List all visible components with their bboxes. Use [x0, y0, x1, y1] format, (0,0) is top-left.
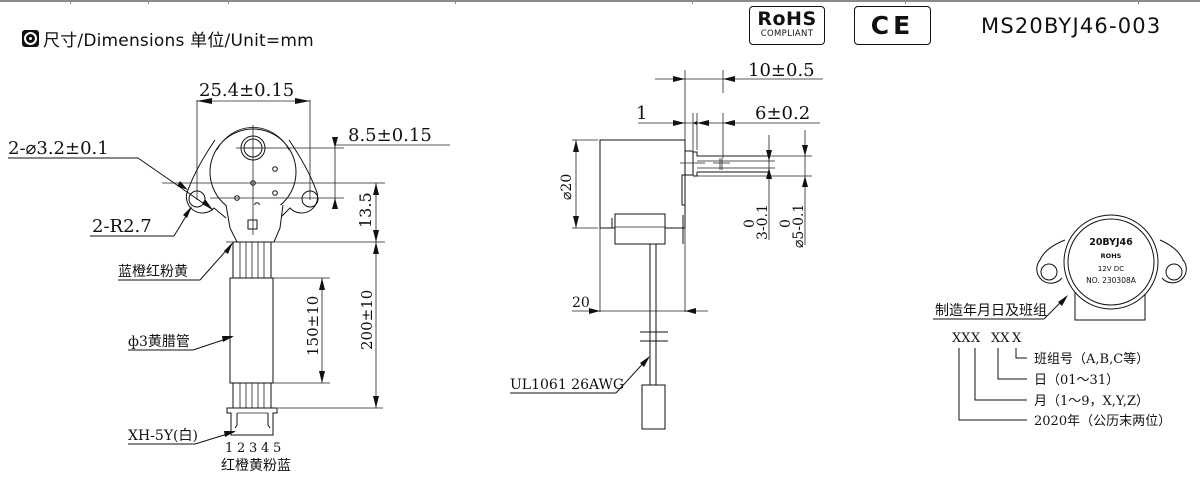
dim-flange-label: 1	[636, 103, 647, 124]
wire-colors-top-label: 蓝橙红粉黄	[118, 263, 188, 280]
connector-label: XH-5Y(白)	[128, 428, 198, 444]
page-title-text: 尺寸/Dimensions 单位/Unit=mm	[43, 31, 314, 51]
pin-5: 5	[273, 441, 281, 456]
code-day: XX	[991, 331, 1010, 346]
rohs-badge-main: RoHS	[757, 8, 817, 30]
dim-shaft-tol-top: 0	[778, 219, 794, 228]
rohs-badge-sub: COMPLIANT	[760, 29, 814, 39]
wire-spec-label: UL1061 26AWG	[510, 377, 624, 393]
dim-height-label: 13.5	[356, 192, 375, 228]
pin-colors-label: 红橙黄粉蓝	[221, 457, 291, 474]
dim-width-label: 25.4±0.15	[199, 80, 294, 101]
code-shift: X	[1012, 331, 1022, 346]
motor-label-line-3: 12V DC	[1098, 265, 1124, 273]
label-view: 20BYJ46 ROHS 12V DC NO. 230308A 制造年月日及班组…	[933, 214, 1187, 429]
dim-flat-label: 3-0.1	[755, 204, 771, 240]
border-tick	[70, 0, 71, 4]
code-month: X	[971, 331, 981, 346]
model-number: MS20BYJ46-003	[981, 14, 1162, 38]
dim-shaft-length-label: 10±0.5	[748, 60, 815, 81]
dim-flat-length-label: 6±0.2	[755, 103, 810, 124]
motor-label-line-2: ROHS	[1101, 252, 1122, 260]
date-code-title: 制造年月日及班组	[935, 303, 1047, 319]
target-icon	[22, 30, 39, 47]
pin-1: 1	[225, 441, 233, 456]
rohs-badge: RoHS COMPLIANT	[749, 6, 825, 45]
dim-shaft-dia-label: ⌀5-0.1	[791, 204, 807, 248]
border-tick	[905, 0, 906, 4]
dim-flat-tol-top: 0	[742, 219, 758, 228]
pin-3: 3	[249, 441, 257, 456]
front-view: 25.4±0.15	[8, 80, 450, 474]
sleeve-label: ф3黄腊管	[128, 333, 190, 350]
dim-lead-label: 200±10	[358, 290, 376, 350]
border-tick	[1138, 0, 1139, 4]
legend-shift: 班组号（A,B,C等）	[1034, 351, 1149, 367]
dim-sleeve-label: 150±10	[304, 296, 322, 356]
pin-4: 4	[261, 441, 269, 456]
dim-body-dia-label: ⌀20	[559, 174, 575, 200]
dim-depth-label: 20	[572, 295, 590, 311]
border-tick	[148, 0, 149, 4]
border-tick	[692, 0, 693, 4]
border-tick	[455, 0, 456, 4]
motor-label-line-1: 20BYJ46	[1089, 237, 1133, 248]
code-year: XX	[952, 331, 971, 346]
dim-radius-label: 2-R2.7	[92, 216, 152, 237]
dim-shaft-offset-label: 8.5±0.15	[348, 125, 432, 146]
page-title: 尺寸/Dimensions 单位/Unit=mm	[22, 26, 314, 51]
border-tick	[228, 0, 229, 4]
legend-day: 日（01～31）	[1034, 373, 1119, 388]
legend-year: 2020年（公历末两位）	[1034, 414, 1171, 429]
ce-badge: CE	[854, 6, 931, 45]
pin-2: 2	[237, 441, 245, 456]
motor-label-line-4: NO. 230308A	[1086, 276, 1137, 285]
dim-mount-hole-label: 2-⌀3.2±0.1	[8, 138, 109, 159]
legend-month: 月（1～9，X,Y,Z）	[1034, 394, 1149, 409]
side-view: 10±0.5 1 6±0.2 ⌀20	[510, 60, 823, 430]
top-border	[0, 0, 1200, 2]
